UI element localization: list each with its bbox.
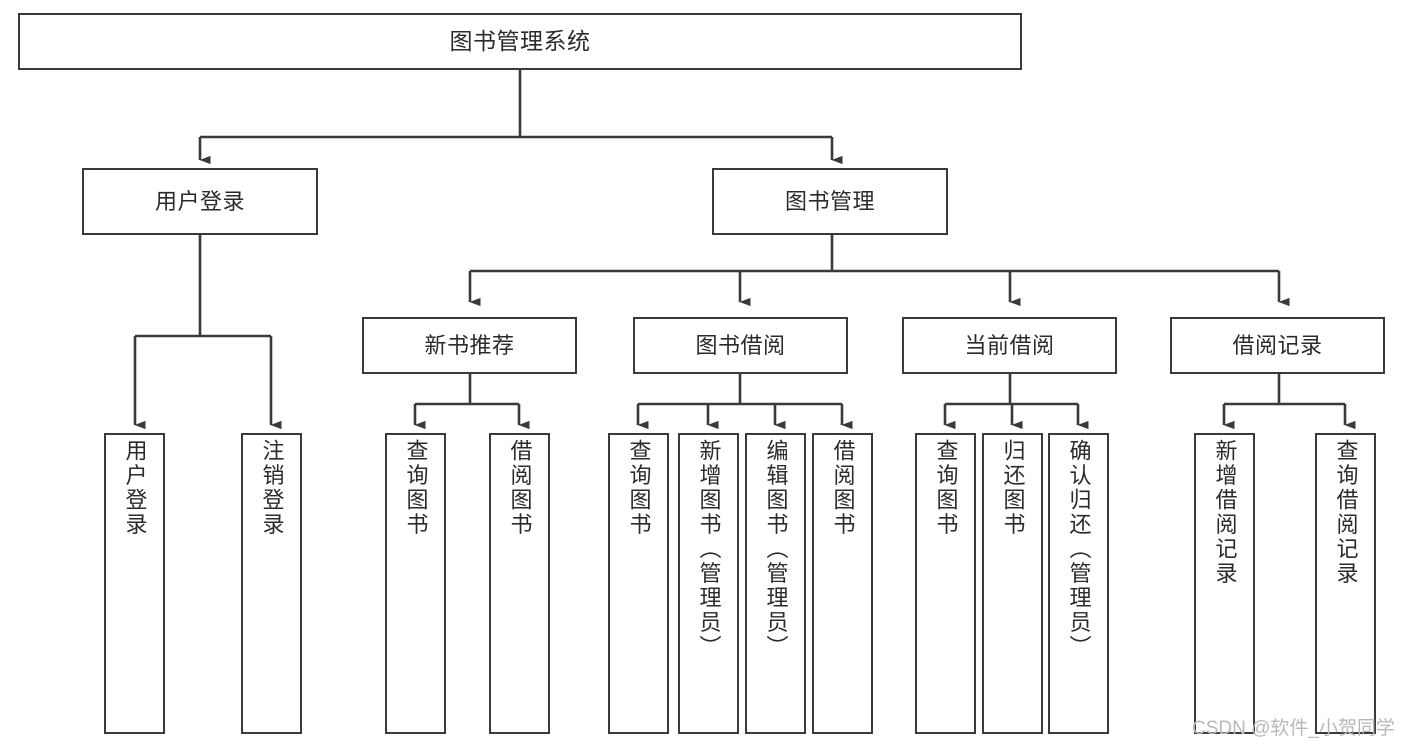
node-leaf-query-book-2-label: 查询图书 bbox=[626, 439, 652, 537]
node-leaf-user-login[interactable]: 用户登录 bbox=[104, 433, 165, 734]
node-leaf-query-book-2[interactable]: 查询图书 bbox=[608, 433, 669, 734]
node-leaf-confirm-return[interactable]: 确认归还（管理员） bbox=[1048, 433, 1109, 734]
node-leaf-add-book[interactable]: 新增图书（管理员） bbox=[678, 433, 739, 734]
node-root[interactable]: 图书管理系统 bbox=[18, 13, 1022, 70]
node-leaf-user-logout-label: 注销登录 bbox=[259, 439, 285, 537]
node-book-borrow-label: 图书借阅 bbox=[695, 332, 786, 358]
node-leaf-add-record[interactable]: 新增借阅记录 bbox=[1194, 433, 1255, 734]
node-user-login-label: 用户登录 bbox=[154, 188, 245, 214]
node-leaf-query-book-3-label: 查询图书 bbox=[933, 439, 959, 537]
node-leaf-add-book-label: 新增图书（管理员） bbox=[696, 439, 722, 660]
node-leaf-return-book[interactable]: 归还图书 bbox=[982, 433, 1043, 734]
csdn-watermark: CSDN @软件_小贺同学 bbox=[1192, 718, 1395, 739]
node-current-borrow[interactable]: 当前借阅 bbox=[902, 317, 1117, 374]
node-leaf-user-logout[interactable]: 注销登录 bbox=[241, 433, 302, 734]
node-leaf-user-login-label: 用户登录 bbox=[122, 439, 148, 537]
node-leaf-add-record-label: 新增借阅记录 bbox=[1212, 439, 1238, 586]
node-leaf-edit-book[interactable]: 编辑图书（管理员） bbox=[745, 433, 806, 734]
node-new-book-recommend-label: 新书推荐 bbox=[424, 332, 515, 358]
node-leaf-query-book-1-label: 查询图书 bbox=[403, 439, 429, 537]
node-leaf-borrow-book-2-label: 借阅图书 bbox=[830, 439, 856, 537]
node-leaf-return-book-label: 归还图书 bbox=[1000, 439, 1026, 537]
node-borrow-record-label: 借阅记录 bbox=[1232, 332, 1323, 358]
node-book-management-label: 图书管理 bbox=[784, 188, 875, 214]
node-leaf-edit-book-label: 编辑图书（管理员） bbox=[763, 439, 789, 660]
node-borrow-record[interactable]: 借阅记录 bbox=[1170, 317, 1385, 374]
node-new-book-recommend[interactable]: 新书推荐 bbox=[362, 317, 577, 374]
node-book-management[interactable]: 图书管理 bbox=[712, 168, 948, 235]
node-root-label: 图书管理系统 bbox=[449, 28, 591, 55]
node-leaf-query-book-1[interactable]: 查询图书 bbox=[385, 433, 446, 734]
node-leaf-query-book-3[interactable]: 查询图书 bbox=[915, 433, 976, 734]
node-leaf-query-record[interactable]: 查询借阅记录 bbox=[1315, 433, 1376, 734]
node-current-borrow-label: 当前借阅 bbox=[964, 332, 1055, 358]
node-book-borrow[interactable]: 图书借阅 bbox=[633, 317, 848, 374]
node-leaf-borrow-book-1[interactable]: 借阅图书 bbox=[489, 433, 550, 734]
node-leaf-confirm-return-label: 确认归还（管理员） bbox=[1066, 439, 1092, 660]
node-leaf-borrow-book-2[interactable]: 借阅图书 bbox=[812, 433, 873, 734]
node-leaf-borrow-book-1-label: 借阅图书 bbox=[507, 439, 533, 537]
node-user-login[interactable]: 用户登录 bbox=[82, 168, 318, 235]
node-leaf-query-record-label: 查询借阅记录 bbox=[1333, 439, 1359, 586]
